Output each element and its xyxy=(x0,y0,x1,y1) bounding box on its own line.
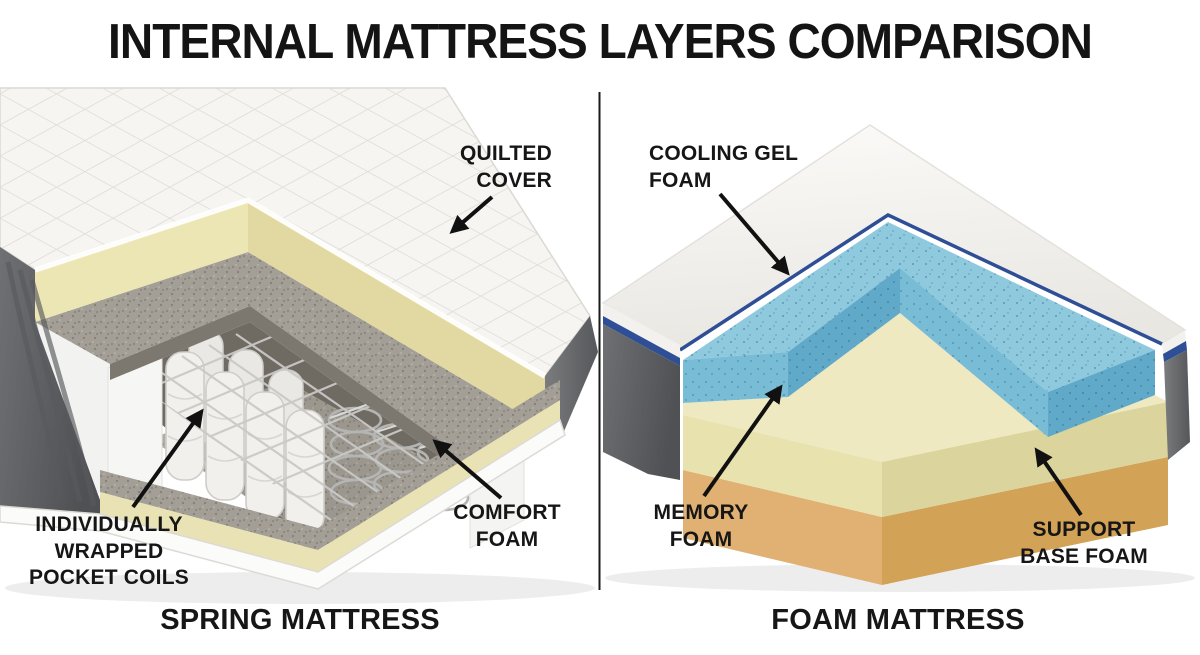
support-base-foam-label: SUPPORT BASE FOAM xyxy=(1020,518,1148,568)
foam-mattress-caption: FOAM MATTRESS xyxy=(771,604,1025,636)
quilted-cover-arrow xyxy=(449,195,494,234)
cover-side-band-left xyxy=(603,303,680,358)
trim-piping-right xyxy=(1163,341,1187,362)
pocket-coils-arrow xyxy=(131,408,204,509)
cooling-gel-left-end-face xyxy=(683,352,788,403)
bottom-white-binding xyxy=(0,418,566,590)
felt-pad-edge xyxy=(110,306,470,478)
side-fabric-stitch-lines xyxy=(5,261,97,507)
support-base-foam-left-face xyxy=(683,470,882,585)
foam-side-fabric-right xyxy=(1164,350,1190,460)
cooling-gel-foam-label: COOLING GEL FOAM xyxy=(649,142,799,192)
trim-piping-left xyxy=(603,316,680,366)
pocket-coils-label: INDIVIDUALLY WRAPPED POCKET COILS xyxy=(29,513,189,590)
comfort-foam-arrow xyxy=(432,439,503,500)
support-base-foam-right-face xyxy=(882,457,1168,585)
cover-trim-piping xyxy=(679,213,1163,352)
spring-mattress-caption: SPRING MATTRESS xyxy=(160,604,440,636)
base-foam-band xyxy=(100,400,560,572)
comfort-foam-label: COMFORT FOAM xyxy=(453,501,561,551)
quilted-cover-label: QUILTED COVER xyxy=(459,142,552,192)
cooling-gel-front-right-face xyxy=(1048,350,1155,437)
foam-side-fabric-left xyxy=(603,324,680,480)
support-base-arrow xyxy=(1034,447,1083,517)
memory-foam-label: MEMORY FOAM xyxy=(653,501,749,551)
cooling-gel-front-left-face xyxy=(788,268,900,397)
cooling-gel-arrow xyxy=(718,192,790,276)
memory-foam-right-face xyxy=(882,402,1168,517)
comfort-foam-layer-right-face xyxy=(248,200,545,428)
page-title: INTERNAL MATTRESS LAYERS COMPARISON xyxy=(108,15,1093,69)
memory-foam-arrow xyxy=(702,384,783,498)
cover-side-band-right xyxy=(1162,330,1186,354)
spring-mattress-illustration xyxy=(0,87,598,604)
base-felt-band xyxy=(100,380,560,550)
felt-pad-layer xyxy=(35,252,545,462)
spring-mattress-shadow xyxy=(5,572,595,604)
foam-mattress-illustration xyxy=(601,124,1195,592)
quilted-cover-cut-edge xyxy=(34,197,547,379)
memory-foam-left-face xyxy=(683,415,882,517)
comfort-foam-layer-left-face xyxy=(35,200,248,322)
spring-wire-grid xyxy=(127,318,468,526)
cooling-gel-step-face xyxy=(900,268,1048,437)
cooling-gel-top-surface xyxy=(683,222,1155,392)
memory-foam-top-surface xyxy=(683,313,1168,462)
